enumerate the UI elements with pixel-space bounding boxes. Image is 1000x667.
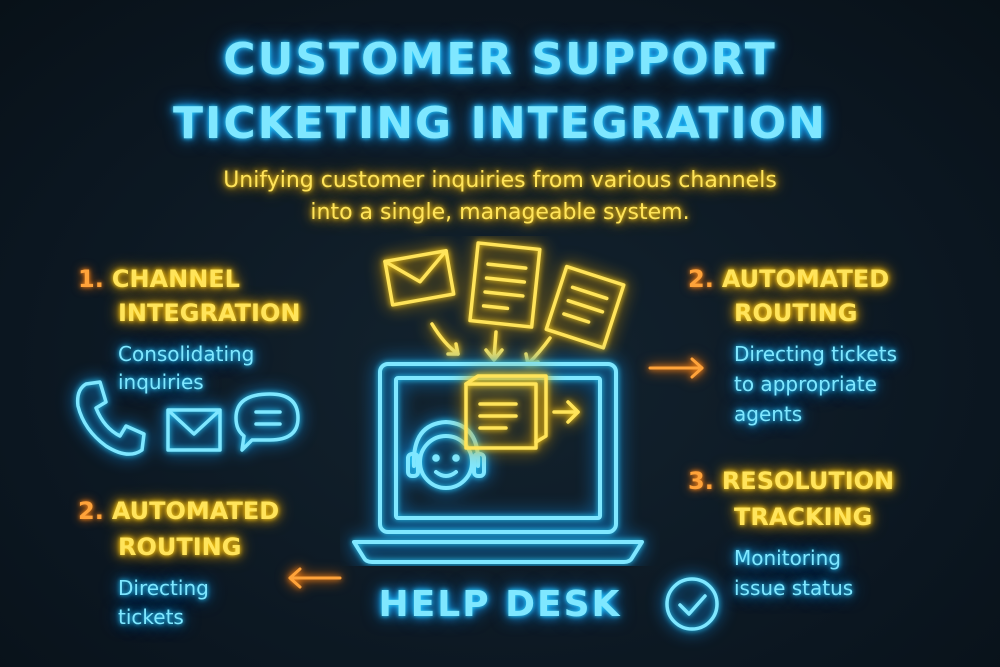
left-step2-heading-line1: AUTOMATED [111,497,280,525]
arrow-icon [430,322,460,356]
left-step1-number: 1. [78,265,104,293]
left-step2-heading: 2.AUTOMATED [78,494,279,528]
right-step3-number: 3. [688,467,714,495]
right-step2-desc-line1: Directing tickets [734,342,897,366]
title-line-2: TICKETING INTEGRATION [173,98,827,149]
right-step3-heading: 3.RESOLUTION [688,464,894,498]
envelope-icon [166,408,222,452]
arrow-icon [524,336,552,366]
phone-icon [75,380,146,456]
right-step2-number: 2. [688,265,714,293]
left-step1-heading-line2: INTEGRATION [118,299,301,327]
right-step3-desc-line1: Monitoring [734,546,841,570]
document-icon [544,264,626,350]
help-desk-illustration [352,241,644,564]
arrow-icon [484,330,504,362]
right-step2-desc-line3: agents [734,402,803,426]
laptop-icon [352,362,644,564]
checkmark-circle-icon [665,577,719,631]
center-label: HELP DESK [378,584,622,625]
left-step1-desc-line1: Consolidating [118,342,255,366]
watermark-id: 1622705801 [4,420,28,620]
left-step2-desc-line1: Directing [118,576,209,600]
subtitle-line-1: Unifying customer inquiries from various… [223,168,777,193]
channel-icons [75,380,300,456]
left-step1-heading: 1.CHANNEL [78,262,240,296]
subtitle-line-2: into a single, manageable system. [310,200,690,225]
right-step2-heading-line2: ROUTING [734,299,858,327]
agent-headset-icon [406,420,486,490]
left-step1-heading-line1: CHANNEL [111,265,240,293]
title-line-1: CUSTOMER SUPPORT [223,34,777,85]
right-step3-heading-line2: TRACKING [734,503,873,531]
left-step2-heading-line2: ROUTING [118,533,242,561]
left-step2-number: 2. [78,497,104,525]
right-step3-heading-line1: RESOLUTION [721,467,895,495]
left-step1-desc-line2: inquiries [118,370,204,394]
chat-bubble-icon [234,392,300,452]
arrow-icon [288,567,342,589]
document-icon [464,374,580,450]
right-step2-heading-line1: AUTOMATED [721,265,890,293]
right-step2-heading: 2.AUTOMATED [688,262,889,296]
arrow-icon [648,357,704,379]
right-step3-desc-line2: issue status [734,576,854,600]
envelope-icon [383,248,456,307]
document-icon [468,241,542,329]
left-step2-desc-line2: tickets [118,605,184,629]
right-step2-desc-line2: to appropriate [734,372,877,396]
